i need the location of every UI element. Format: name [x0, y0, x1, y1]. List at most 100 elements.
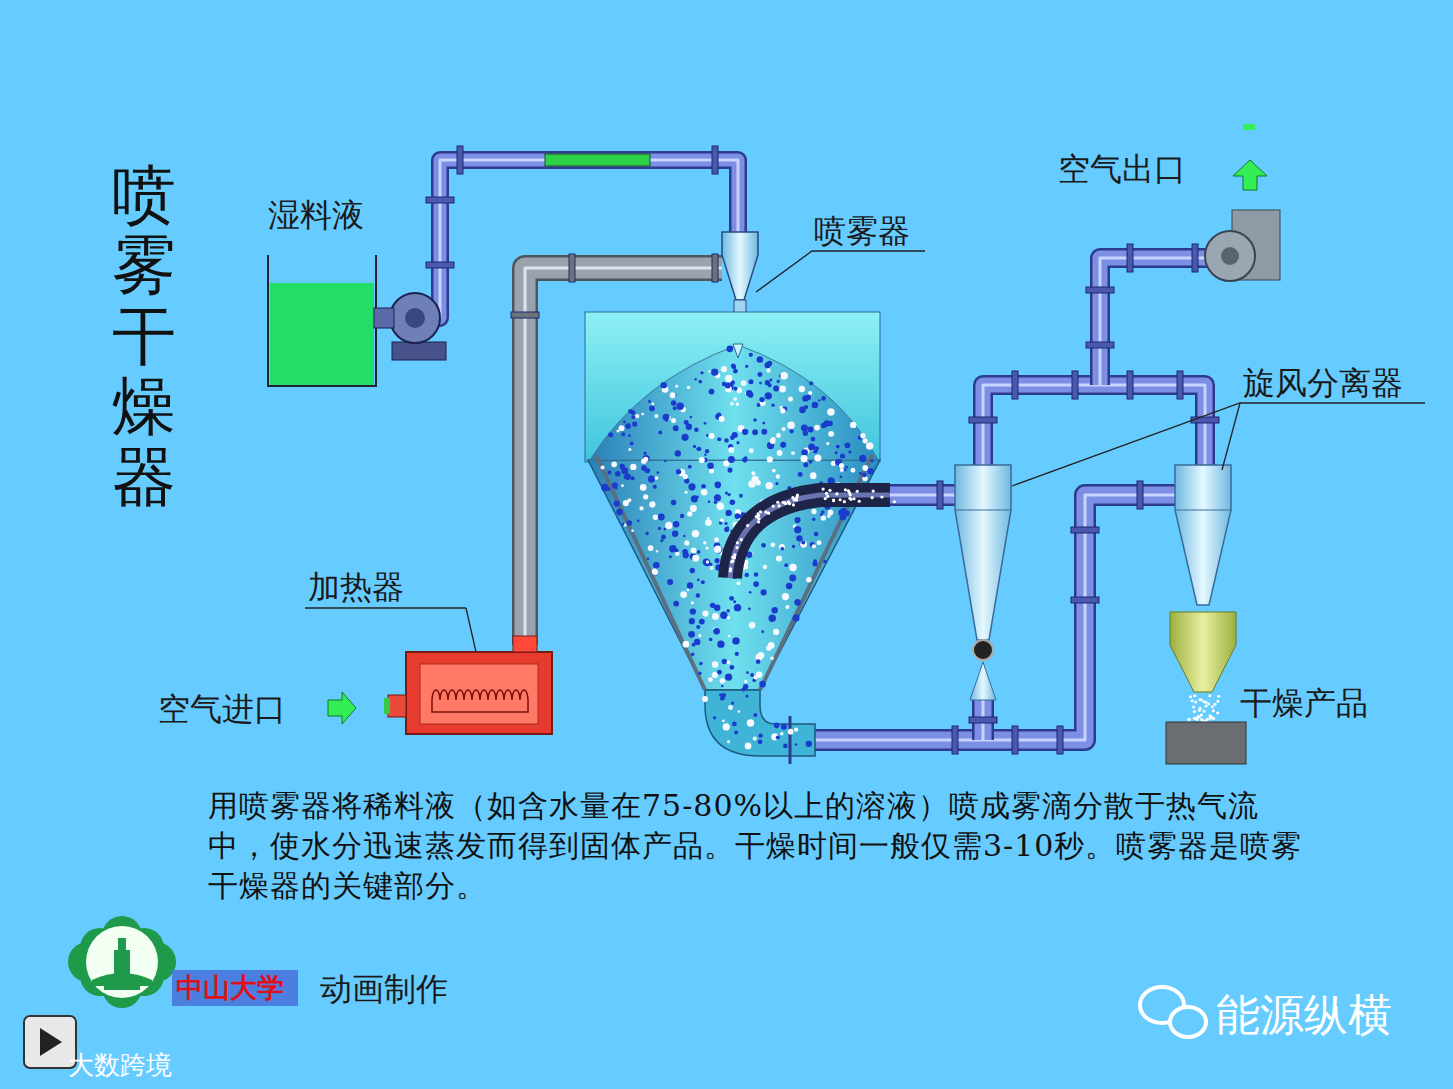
pipe-flange: [1072, 371, 1078, 399]
spray-particle: [706, 560, 709, 563]
outlet-valve: [789, 716, 792, 764]
pump: [390, 293, 440, 343]
spray-particle: [731, 701, 734, 704]
spray-particle: [862, 473, 867, 478]
spray-particle: [840, 468, 844, 472]
spray-particle: [732, 721, 737, 726]
air-inlet-cap: [384, 698, 390, 714]
spray-particle: [711, 369, 718, 376]
spray-particle: [697, 550, 701, 554]
exhaust-duct-shine: [880, 494, 960, 497]
spray-particle: [788, 729, 794, 735]
tube-particle: [826, 495, 829, 498]
falling-product: [1199, 707, 1202, 710]
spray-particle: [621, 484, 624, 487]
spray-particle: [759, 397, 764, 402]
spray-particle: [788, 397, 793, 402]
spray-particle: [675, 385, 678, 388]
tube-particle: [740, 538, 743, 541]
tube-particle: [849, 493, 852, 496]
spray-particle: [643, 494, 648, 499]
spray-particle: [600, 465, 604, 469]
heater-label: 加热器: [308, 566, 404, 610]
spray-particle: [688, 465, 692, 469]
spray-particle: [673, 601, 679, 607]
spray-particle: [796, 535, 802, 541]
spray-particle: [845, 442, 851, 448]
spray-particle: [771, 403, 774, 406]
spray-particle: [745, 573, 749, 577]
spray-particle: [750, 673, 754, 677]
spray-particle: [732, 637, 739, 644]
spray-particle: [834, 451, 837, 454]
spray-particle: [784, 563, 788, 567]
spray-particle: [665, 522, 672, 529]
rotary-valve: [973, 640, 993, 660]
spray-particle: [643, 455, 650, 462]
sprayer-label: 喷雾器: [814, 210, 910, 254]
tube-particle: [847, 489, 850, 492]
spray-particle: [619, 425, 625, 431]
spray-particle: [615, 471, 621, 477]
product-bin: [1166, 722, 1246, 764]
spray-particle: [647, 557, 650, 560]
falling-product: [1188, 718, 1191, 721]
spray-particle: [780, 408, 785, 413]
spray-particle: [625, 423, 631, 429]
spray-particle: [658, 527, 661, 530]
spray-particle: [715, 481, 721, 487]
spray-particle: [737, 581, 741, 585]
spray-particle: [757, 356, 764, 363]
spray-particle: [836, 445, 840, 449]
spray-particle: [840, 508, 846, 514]
logo-strip: [172, 970, 298, 1006]
watermark: 大数跨境: [68, 1048, 172, 1083]
spray-particle: [759, 382, 762, 385]
spray-particle: [670, 392, 676, 398]
spray-particle: [720, 612, 727, 619]
tube-particle: [844, 488, 847, 491]
dryer-bottom-elbow: [705, 690, 815, 756]
spray-particle: [742, 429, 748, 435]
product-label: 干燥产品: [1240, 682, 1368, 726]
spray-particle: [749, 622, 756, 629]
falling-product: [1208, 694, 1211, 697]
spray-particle: [757, 372, 762, 377]
spray-particle: [673, 406, 677, 410]
spray-particle: [828, 421, 833, 426]
tube-particle: [782, 501, 785, 504]
spray-particle: [758, 734, 762, 738]
spray-particle: [709, 389, 715, 395]
falling-product: [1216, 700, 1219, 703]
spray-particle: [730, 435, 735, 440]
feed-tank: [268, 255, 376, 386]
spray-particle: [637, 519, 640, 522]
spray-particle: [684, 540, 689, 545]
spray-particle: [751, 471, 755, 475]
spray-particle: [630, 442, 634, 446]
spray-particle: [753, 581, 759, 587]
tube-particle: [871, 496, 874, 499]
pipe-flange: [511, 312, 539, 318]
spray-particle: [840, 453, 845, 458]
spray-particle: [735, 652, 739, 656]
spray-particle: [652, 569, 658, 575]
spray-particle: [769, 378, 772, 381]
spray-particle: [766, 482, 773, 489]
spray-particle: [696, 625, 700, 629]
spray-particle: [729, 596, 734, 601]
spray-particle: [759, 681, 766, 688]
tube-particle: [735, 546, 738, 549]
spray-particle: [701, 484, 706, 489]
spray-particle: [758, 739, 763, 744]
falling-product: [1189, 695, 1192, 698]
spray-particle: [807, 427, 813, 433]
spray-particle: [648, 545, 654, 551]
spray-particle: [687, 589, 690, 592]
spray-particle: [808, 391, 812, 395]
spray-particle: [812, 402, 818, 408]
spray-particle: [715, 558, 720, 563]
spray-particle: [766, 368, 770, 372]
falling-product: [1214, 703, 1217, 706]
spray-particle: [774, 723, 780, 729]
